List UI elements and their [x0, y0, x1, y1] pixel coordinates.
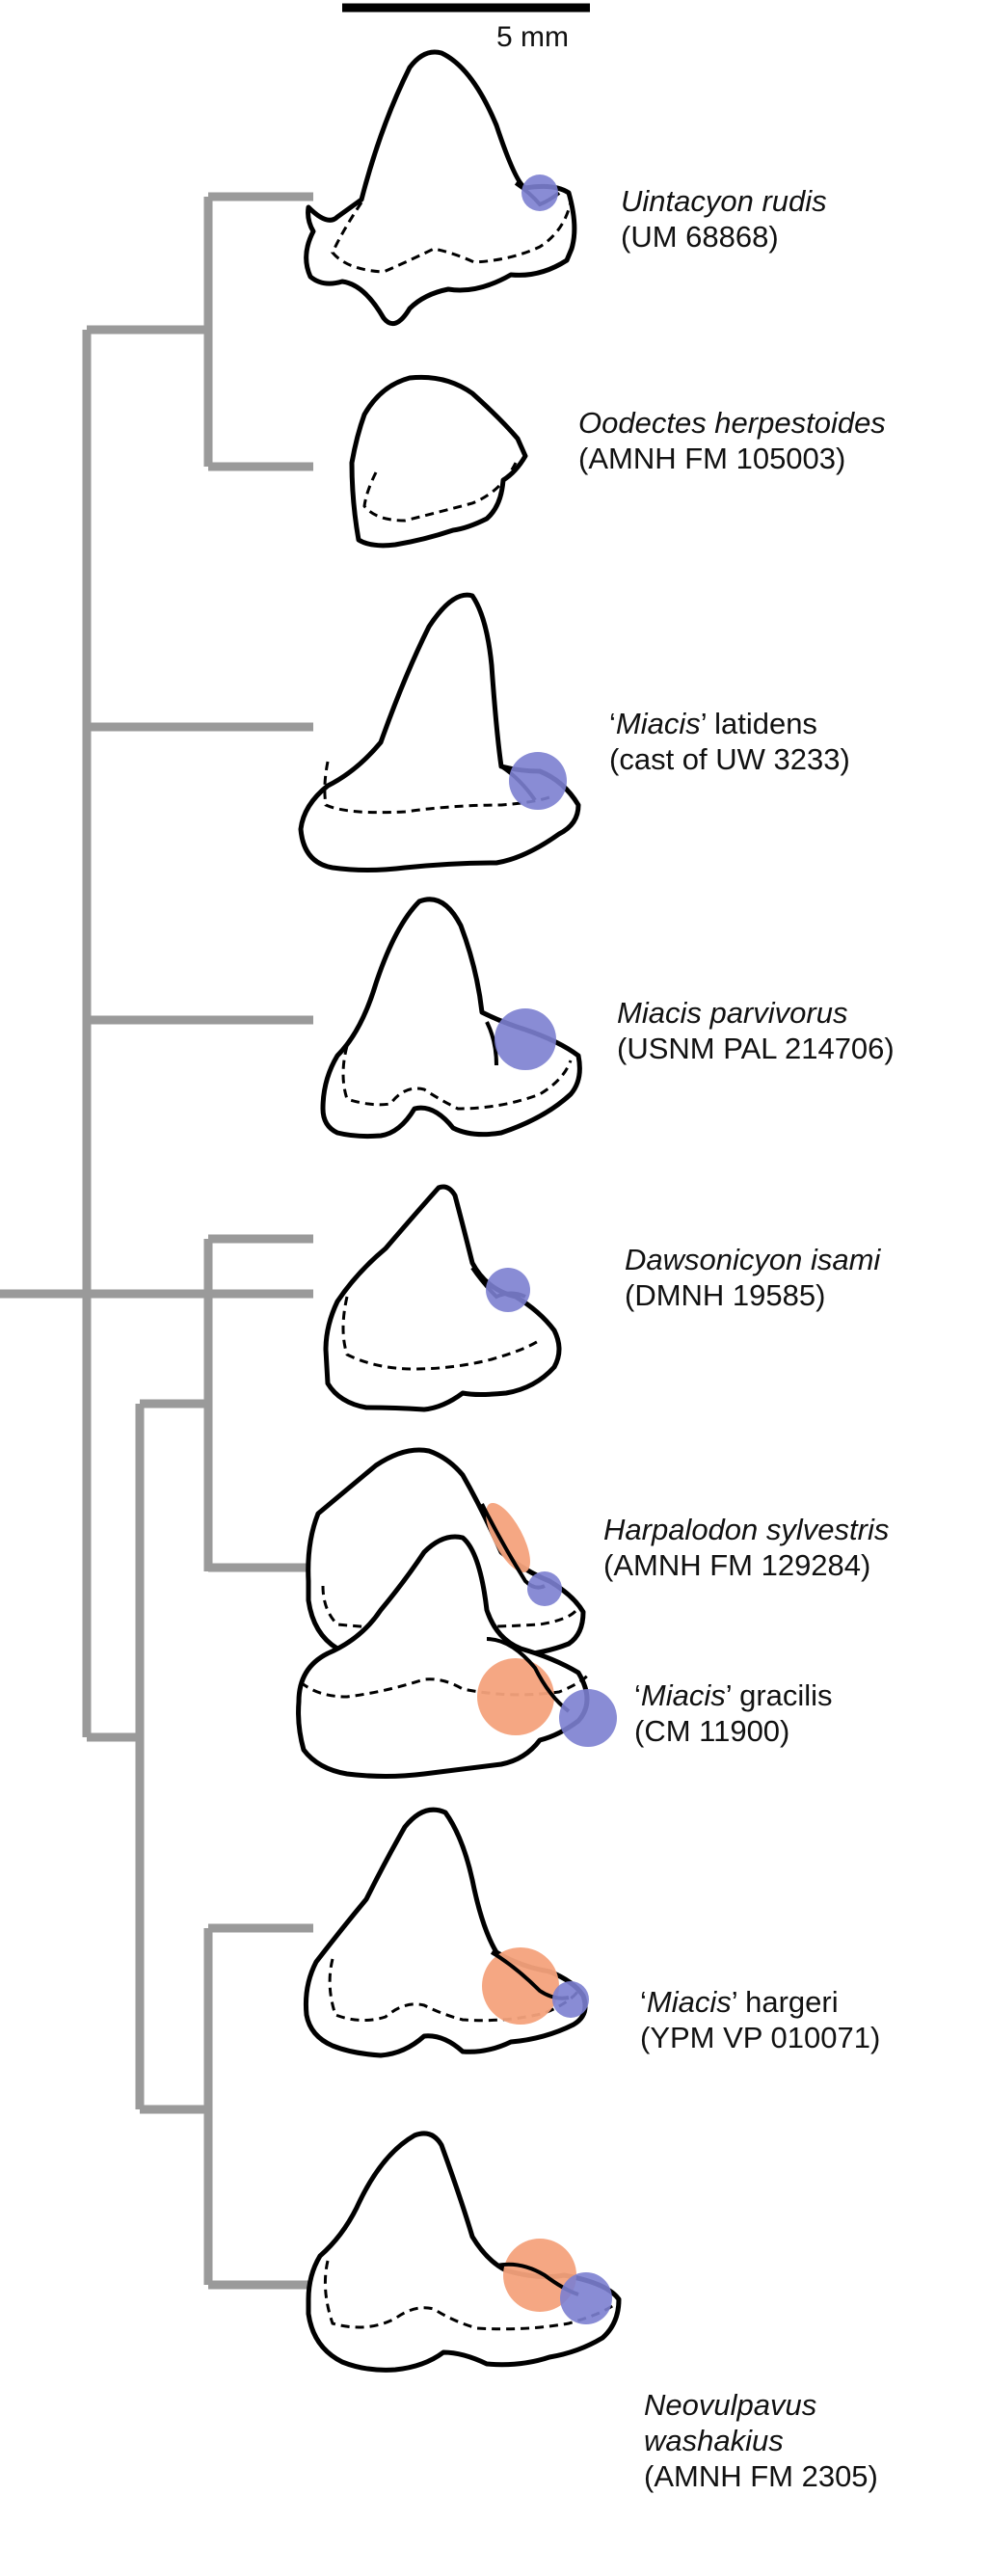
- cusp-orange: [482, 1947, 559, 2025]
- tooth-outline: [349, 374, 528, 549]
- specimen-number: (AMNH FM 129284): [603, 1548, 871, 1582]
- taxon-name: Miacis parvivorus: [617, 996, 848, 1030]
- taxon-name: Dawsonicyon isami: [625, 1243, 881, 1276]
- scale-bar-label: 5 mm: [496, 21, 569, 53]
- taxon-label-latidens: ‘Miacis’ latidens (cast of UW 3233): [609, 706, 850, 777]
- cusp-blue: [527, 1571, 562, 1606]
- tooth-outline: [323, 1184, 562, 1412]
- cladogram: [0, 192, 313, 2290]
- taxon-name: Uintacyon rudis: [621, 184, 827, 218]
- taxon-name: ‘Miacis’ hargeri: [640, 1985, 839, 2019]
- tooth-cingulum-dashed: [341, 1045, 573, 1111]
- tooth-drawing-gracilis: [296, 1534, 617, 1779]
- taxon-label-neovulpavus: Neovulpavus washakius (AMNH FM 2305): [644, 2387, 878, 2494]
- tooth-outline: [304, 49, 577, 327]
- specimen-number: (AMNH FM 105003): [578, 442, 846, 475]
- tooth-outline: [320, 897, 582, 1140]
- tooth-cingulum-dashed: [328, 1958, 580, 2023]
- tooth-cingulum-dashed: [323, 761, 555, 815]
- specimen-number: (USNM PAL 214706): [617, 1032, 895, 1065]
- taxon-name: ‘Miacis’ gracilis: [634, 1678, 833, 1712]
- cusp-orange: [477, 1658, 554, 1735]
- tooth-drawing-dawsonicyon: [323, 1184, 562, 1412]
- tooth-drawing-uintacyon: [304, 49, 577, 327]
- tooth-cingulum-dashed: [331, 201, 573, 274]
- cusp-orange: [503, 2239, 576, 2312]
- tooth-cingulum-dashed: [323, 2260, 616, 2331]
- cusp-blue: [560, 2272, 612, 2324]
- specimen-number: (CM 11900): [634, 1714, 790, 1748]
- specimen-number: (YPM VP 010071): [640, 2021, 881, 2054]
- taxon-name: Harpalodon sylvestris: [603, 1513, 890, 1546]
- cusp-blue: [494, 1008, 556, 1070]
- taxon-label-gracilis: ‘Miacis’ gracilis (CM 11900): [634, 1677, 833, 1749]
- cusp-blue: [552, 1981, 589, 2018]
- tooth-drawing-oodectes: [349, 374, 528, 549]
- taxon-name: Oodectes herpestoides: [578, 406, 886, 440]
- tooth-drawing-hargeri: [304, 1807, 589, 2058]
- taxon-label-hargeri: ‘Miacis’ hargeri (YPM VP 010071): [640, 1984, 880, 2055]
- specimen-number: (AMNH FM 2305): [644, 2459, 878, 2493]
- tooth-cingulum-dashed: [362, 462, 518, 523]
- specimen-number: (DMNH 19585): [625, 1278, 826, 1312]
- taxon-name-line-2: washakius: [644, 2424, 784, 2457]
- cusp-blue: [559, 1689, 617, 1747]
- taxon-name: ‘Miacis’ latidens: [609, 707, 817, 740]
- tooth-outline: [304, 1807, 588, 2058]
- tooth-drawing-neovulpavus: [306, 2131, 622, 2373]
- tooth-outline: [306, 2131, 622, 2373]
- taxon-label-harpalodon: Harpalodon sylvestris (AMNH FM 129284): [603, 1512, 889, 1583]
- specimen-number: (UM 68868): [621, 220, 779, 254]
- cusp-blue: [521, 174, 558, 211]
- tooth-outline: [298, 592, 581, 872]
- tooth-cusp-crest: [486, 1637, 571, 1713]
- cusp-blue: [509, 752, 567, 810]
- taxon-name: Neovulpavus: [644, 2388, 817, 2422]
- taxon-label-parvivorus: Miacis parvivorus (USNM PAL 214706): [617, 995, 895, 1066]
- tooth-drawing-latidens: [298, 592, 581, 872]
- specimen-number: (cast of UW 3233): [609, 742, 850, 776]
- tooth-cingulum-dashed: [300, 1672, 592, 1699]
- cusp-blue: [486, 1268, 530, 1312]
- cusp-orange: [486, 1502, 530, 1573]
- taxon-label-oodectes: Oodectes herpestoides (AMNH FM 105003): [578, 405, 886, 476]
- tooth-drawing-parvivorus: [320, 897, 582, 1140]
- tooth-cusp-crest: [485, 1021, 498, 1066]
- tooth-cingulum-dashed: [341, 1296, 541, 1371]
- taxon-label-dawsonicyon: Dawsonicyon isami (DMNH 19585): [625, 1242, 880, 1313]
- taxon-label-uintacyon: Uintacyon rudis (UM 68868): [621, 183, 827, 255]
